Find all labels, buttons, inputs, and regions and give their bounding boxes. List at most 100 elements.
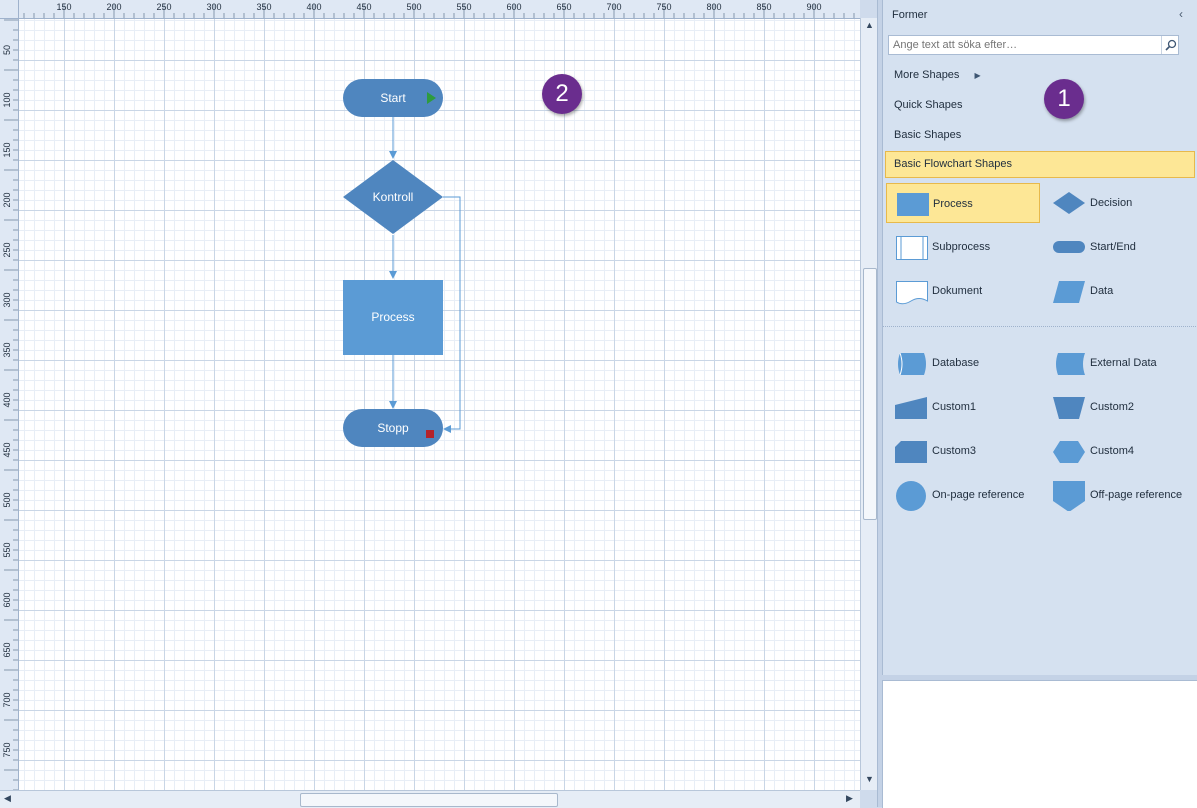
ruler-left-label: 500 [2,492,12,507]
custom4-shape-icon [1053,441,1085,463]
document-shape-icon [896,281,928,305]
custom1-shape-icon [895,397,927,419]
flowchart-diagram: Start Kontroll Process Stopp [343,79,461,447]
ruler-left-label: 750 [2,742,12,757]
custom2-shape-icon [1053,397,1085,419]
horizontal-scrollbar[interactable]: ◀ ▶ [0,790,860,808]
decision-label: Kontroll [373,190,414,204]
stencil-start-end[interactable]: Start/End [1044,227,1197,267]
stencil-on-page-reference[interactable]: On-page reference [886,475,1040,515]
connector-decision-end[interactable] [443,196,461,433]
shape-search-input[interactable] [890,37,1164,53]
external-data-shape-icon [1056,353,1085,375]
ruler-top-label: 200 [106,2,121,12]
category-more-shapes[interactable]: More Shapes ▶ [883,62,1197,88]
stencil-label: Dokument [932,285,983,297]
stencil-label: Start/End [1090,241,1136,253]
vertical-scroll-thumb[interactable] [863,268,877,520]
category-label: Quick Shapes [894,99,963,111]
scroll-up-arrow-icon[interactable]: ▲ [865,20,874,30]
horizontal-scroll-thumb[interactable] [300,793,558,807]
ruler-left-label: 300 [2,292,12,307]
stencil-custom3[interactable]: Custom3 [886,431,1040,471]
scroll-left-arrow-icon[interactable]: ◀ [4,793,11,803]
stencil-dokument[interactable]: Dokument [886,271,1040,311]
shapes-panel: Former ‹ More Shapes ▶ Quick Shapes Basi… [882,0,1197,675]
decision-shape-icon [1053,192,1085,214]
shape-search-box [888,35,1179,55]
stencil-process[interactable]: Process [886,183,1040,223]
ruler-left-label: 650 [2,642,12,657]
ruler-left-ticks: 5010015020025030035040045050055060065070… [2,19,18,791]
ruler-top-label: 500 [406,2,421,12]
ruler-top-label: 800 [706,2,721,12]
category-label: More Shapes [894,69,960,81]
panel-divider [883,326,1197,327]
scroll-down-arrow-icon[interactable]: ▼ [865,774,874,784]
stencil-off-page-reference[interactable]: Off-page reference [1044,475,1197,515]
stencil-label: Process [933,198,973,210]
stencil-label: Custom2 [1090,401,1135,413]
ruler-top-label: 400 [306,2,321,12]
stencil-label: Database [932,357,980,369]
ruler-left-label: 150 [2,142,12,157]
scroll-right-arrow-icon[interactable]: ▶ [846,793,853,803]
panel-splitter[interactable] [877,0,882,807]
ruler-left-label: 550 [2,542,12,557]
ruler-left-label: 450 [2,442,12,457]
ruler-left-label: 200 [2,192,12,207]
stencil-label: On-page reference [932,489,1025,501]
start-label: Start [380,91,406,105]
ruler-top-label: 700 [606,2,621,12]
stencil-label: Off-page reference [1090,489,1183,501]
ruler-top-label: 750 [656,2,671,12]
ruler-left-label: 700 [2,692,12,707]
ruler-top-label: 350 [256,2,271,12]
panel-callout-badge: 1 [1044,79,1084,119]
stencil-label: Custom3 [932,445,977,457]
ruler-top-label: 550 [456,2,471,12]
process-label: Process [371,310,414,324]
decision-shape[interactable]: Kontroll [343,160,443,234]
ruler-top-label: 900 [806,2,821,12]
stencil-label: Decision [1090,197,1133,209]
ruler-top-label: 650 [556,2,571,12]
stencil-subprocess[interactable]: Subprocess [886,227,1040,267]
subprocess-shape-icon [896,236,928,260]
stencil-custom2[interactable]: Custom2 [1044,387,1197,427]
custom3-shape-icon [895,441,927,463]
ruler-top-label: 250 [156,2,171,12]
stencil-label: External Data [1090,357,1157,369]
stencil-label: Custom4 [1090,445,1135,457]
category-basic-shapes[interactable]: Basic Shapes [883,122,1197,148]
stencil-label: Subprocess [932,241,991,253]
canvas-callout-badge: 2 [542,74,582,114]
category-basic-flowchart-shapes[interactable]: Basic Flowchart Shapes [885,151,1195,178]
panel-resize-grip[interactable] [882,675,1197,680]
process-shape[interactable]: Process [343,280,443,355]
panel-title: Former [892,9,928,21]
stencil-external-data[interactable]: External Data [1044,343,1197,383]
end-label: Stopp [377,421,409,435]
drawing-canvas[interactable]: Start Kontroll Process Stopp 2 [19,19,860,790]
stencil-custom4[interactable]: Custom4 [1044,431,1197,471]
collapse-panel-icon[interactable]: ‹ [1179,7,1183,21]
end-shape[interactable]: Stopp [343,409,443,447]
start-shape[interactable]: Start [343,79,443,117]
search-button[interactable] [1161,36,1179,54]
category-quick-shapes[interactable]: Quick Shapes [883,92,1197,118]
stencil-data[interactable]: Data [1044,271,1197,311]
stencil-decision[interactable]: Decision [1044,183,1197,223]
ruler-top-label: 600 [506,2,521,12]
shape-preview-pane [882,680,1197,808]
on-page-reference-shape-icon [896,481,926,511]
vertical-scrollbar[interactable]: ▲ ▼ [860,18,878,790]
category-label: Basic Shapes [894,129,962,141]
stencil-database[interactable]: Database [886,343,1040,383]
stencil-label: Custom1 [932,401,977,413]
stencil-custom1[interactable]: Custom1 [886,387,1040,427]
category-label: Basic Flowchart Shapes [894,158,1012,170]
